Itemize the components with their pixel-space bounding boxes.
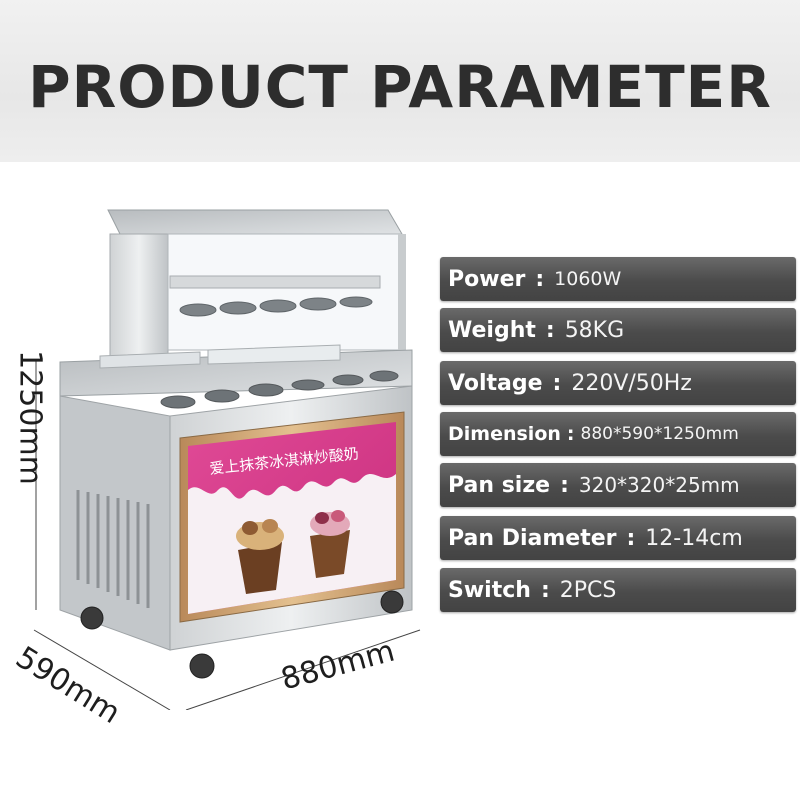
hood-glass — [167, 233, 403, 351]
topping-cups-lower — [160, 370, 399, 409]
spec-separator: : — [560, 472, 569, 498]
height-label: 1250mm — [12, 350, 48, 485]
spec-label: Pan size — [448, 472, 551, 498]
ice-cream-cups — [236, 510, 350, 594]
spec-label: Voltage — [448, 370, 543, 396]
topping-cups-upper — [179, 296, 373, 317]
dimension-lines — [33, 360, 421, 710]
spec-label: Switch — [448, 577, 531, 603]
spec-separator: : — [535, 266, 545, 292]
spec-label: Weight — [448, 317, 536, 343]
spec-separator: : — [552, 370, 562, 396]
spec-row-power: Power : 1060W — [440, 257, 796, 301]
freezing-pan-right — [207, 344, 341, 365]
side-vents — [76, 490, 150, 608]
spec-separator: : — [540, 577, 550, 603]
spec-row-voltage: Voltage : 220V/50Hz — [440, 361, 796, 405]
page-title: PRODUCT PARAMETER — [28, 53, 772, 121]
spec-value: 880*590*1250mm — [580, 424, 739, 444]
spec-value: 1060W — [554, 268, 622, 290]
spec-separator: : — [626, 525, 636, 551]
spec-row-pan-diameter: Pan Diameter : 12-14cm — [440, 516, 796, 560]
spec-label: Pan Diameter — [448, 525, 617, 551]
spec-row-dimension: Dimension : 880*590*1250mm — [440, 412, 796, 456]
spec-value: 12-14cm — [645, 525, 743, 551]
spec-row-switch: Switch : 2PCS — [440, 568, 796, 612]
freezing-pan-left — [99, 351, 201, 369]
spec-row-weight: Weight : 58KG — [440, 308, 796, 352]
spec-separator: : — [566, 423, 575, 445]
spec-row-pan-size: Pan size : 320*320*25mm — [440, 463, 796, 507]
spec-label: Dimension — [448, 423, 561, 445]
caster-wheels — [80, 590, 404, 679]
spec-value: 58KG — [564, 317, 625, 343]
spec-value: 220V/50Hz — [571, 370, 692, 396]
spec-separator: : — [545, 317, 555, 343]
spec-label: Power — [448, 266, 526, 292]
spec-value: 2PCS — [559, 577, 617, 603]
hood-frame — [107, 209, 403, 235]
spec-value: 320*320*25mm — [578, 473, 740, 497]
product-image: 爱上抹茶冰淇淋炒酸奶 — [33, 209, 421, 710]
header-band — [0, 0, 800, 162]
